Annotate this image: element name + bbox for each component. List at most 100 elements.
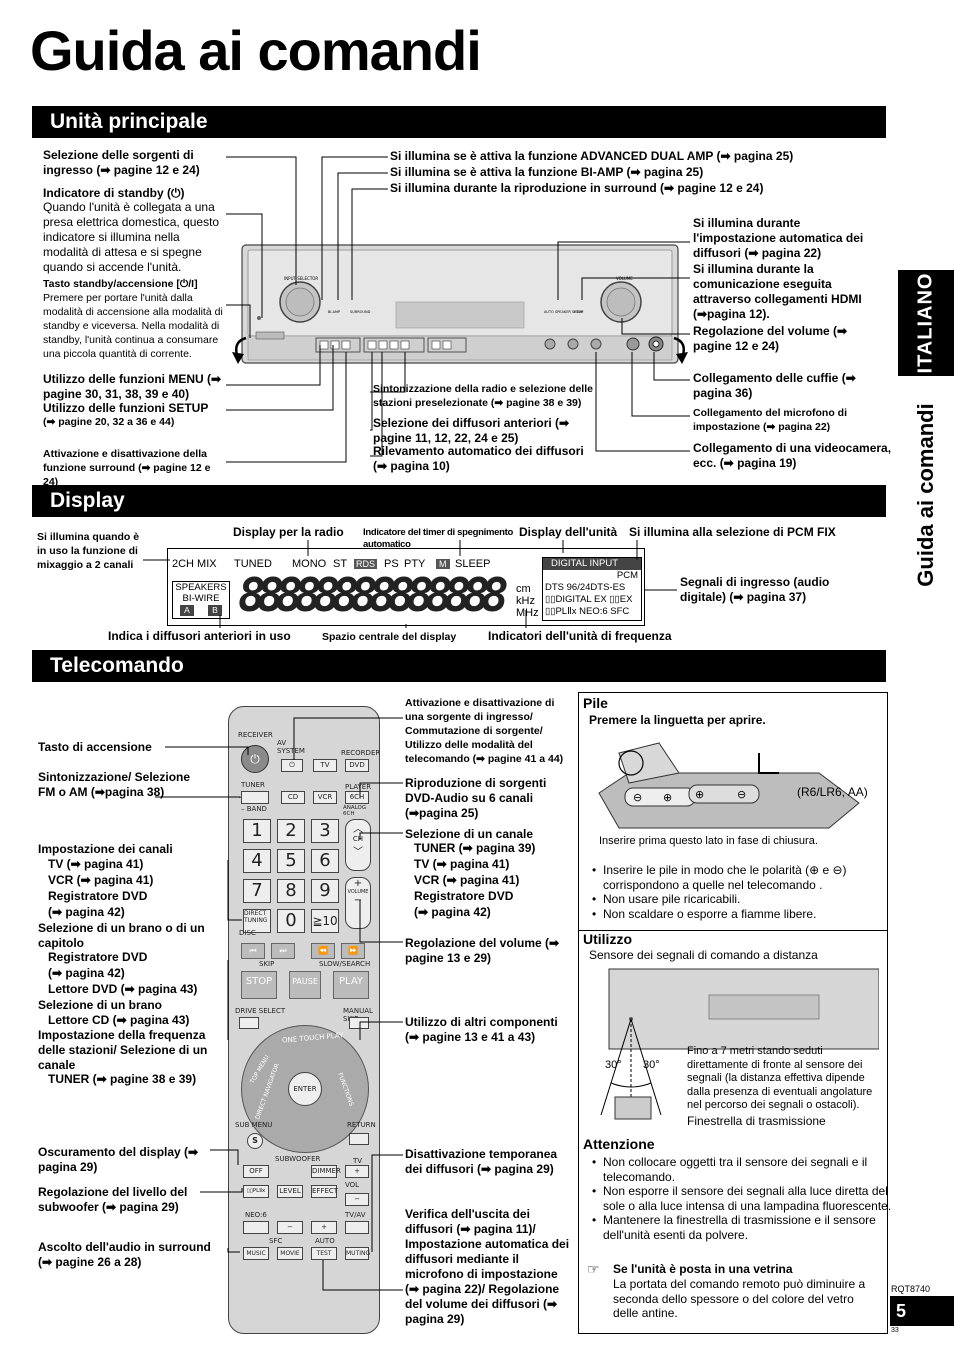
dvd-button[interactable]: DVD xyxy=(345,759,369,772)
av-power-button[interactable]: ⏻ xyxy=(281,759,303,772)
lcd-speakers: SPEAKERS xyxy=(175,582,227,593)
pile-bullet-2: Non usare pile ricaricabili. xyxy=(592,892,893,907)
digit-0-button[interactable]: 0 xyxy=(277,909,305,933)
label-surround-playing: Si illumina durante la riproduzione in s… xyxy=(390,181,764,195)
label-channels-dvdrec-ref: (➡ pagina 42) xyxy=(48,905,125,919)
receiver-power-button[interactable]: ⏻ xyxy=(241,745,269,773)
remote-sfc-label: SFC xyxy=(269,1237,283,1245)
angle-right: 30° xyxy=(643,1059,660,1071)
test-button[interactable]: TEST xyxy=(311,1247,337,1260)
enter-button[interactable]: ENTER xyxy=(288,1072,322,1106)
digit-8-button[interactable]: 8 xyxy=(277,879,305,903)
footer-code: RQT8740 xyxy=(891,1284,931,1294)
pile-subtitle: Premere la linguetta per aprire. xyxy=(589,713,766,727)
navigation-wheel[interactable]: ONE TOUCH PLAY TOP MENU DIRECT NAVIGATOR… xyxy=(241,1025,369,1153)
label-other: Utilizzo di altri componenti (➡ pagine 1… xyxy=(405,1015,558,1044)
label-auto-setup: Si illumina durante l'impostazione autom… xyxy=(693,216,864,260)
range-illustration xyxy=(600,968,879,1120)
tv-vol-up-button[interactable]: + xyxy=(345,1165,369,1178)
6ch-button[interactable]: 6CH xyxy=(345,791,369,804)
drive-select-button[interactable] xyxy=(239,1017,259,1029)
label-menu-functions: Utilizzo delle funzioni MENU (➡ pagine 3… xyxy=(43,372,222,401)
remote-subwoofer-label: SUBWOOFER xyxy=(275,1155,321,1163)
label-auto-detect: Rilevamento automatico dei diffusori (➡ … xyxy=(373,444,584,473)
remote-drive-select-label: DRIVE SELECT xyxy=(235,1007,286,1015)
effect-button[interactable]: EFFECT xyxy=(311,1185,338,1198)
remote-player-label: PLAYER xyxy=(345,783,372,791)
remote-tuner-label: TUNER xyxy=(241,781,265,789)
label-channels-tv: TV (➡ pagina 41) xyxy=(48,857,144,871)
ch-label: CH xyxy=(352,835,364,843)
label-muting: Disattivazione temporanea dei diffusori … xyxy=(405,1147,558,1176)
lcd-speakers-block: SPEAKERS BI-WIRE A B xyxy=(172,581,230,619)
direct-tuning-button[interactable]: DIRECT TUNING xyxy=(243,909,271,933)
pause-button[interactable]: PAUSE xyxy=(289,971,321,999)
tv-vol-down-button[interactable]: − xyxy=(345,1193,369,1206)
label-camera: Collegamento di una videocamera, ecc. (➡… xyxy=(693,441,892,470)
label-bi-amp: Si illumina se è attiva la funzione BI-A… xyxy=(390,165,704,179)
label-surround-listen: Ascolto dell'audio in surround (➡ pagine… xyxy=(38,1240,211,1269)
digit-10-button[interactable]: ≧10 xyxy=(311,909,339,933)
volume-rocker[interactable]: +VOLUME− xyxy=(345,877,371,929)
music-button[interactable]: MUSIC xyxy=(243,1247,269,1260)
pile-insert-note: Inserire prima questo lato in fase di ch… xyxy=(599,835,818,847)
off-button[interactable]: OFF xyxy=(243,1165,269,1178)
movie-button[interactable]: MOVIE xyxy=(277,1247,303,1260)
attenzione-bullet-1: Non collocare oggetti tra il sensore dei… xyxy=(592,1155,893,1184)
section-display: Display xyxy=(32,485,886,517)
label-channels-dvdrec: Registratore DVD xyxy=(48,889,148,903)
digit-2-button[interactable]: 2 xyxy=(277,819,305,843)
level-button[interactable]: LEVEL xyxy=(277,1185,303,1198)
attenzione-bullet-3: Mantenere la finestrella di trasmissione… xyxy=(592,1213,893,1242)
play-button[interactable]: PLAY xyxy=(333,971,369,999)
stop-button[interactable]: STOP xyxy=(241,971,277,999)
digit-3-button[interactable]: 3 xyxy=(311,819,339,843)
dimmer-button[interactable]: DIMMER xyxy=(311,1165,341,1178)
remote-tv-label: TV xyxy=(353,1157,363,1165)
tvav-button[interactable] xyxy=(345,1221,369,1234)
muting-button[interactable]: MUTING xyxy=(345,1247,370,1260)
digit-6-button[interactable]: 6 xyxy=(311,849,339,873)
utilizzo-title: Utilizzo xyxy=(583,931,632,947)
lcd-pl: ▯▯PLⅡx NEO:6 SFC xyxy=(545,606,630,617)
label-track-title: Selezione di un brano o di un capitolo xyxy=(38,921,205,950)
label-hdmi: Si illumina durante la comunicazione ese… xyxy=(693,262,862,321)
skip-forward-button[interactable]: ⏭ xyxy=(271,943,295,959)
lcd-digital-block: DIGITAL INPUT PCM DTS 96/24DTS-ES ▯▯DIGI… xyxy=(542,557,642,621)
rewind-button[interactable]: ⏪ xyxy=(311,943,335,959)
level-up-button[interactable]: + xyxy=(311,1221,337,1234)
label-standby-button-title: Tasto standby/accensione [⏻/I] xyxy=(43,278,198,290)
lcd-sleep: SLEEP xyxy=(455,558,491,570)
tuner-button[interactable] xyxy=(241,791,269,804)
panel-pile: Pile Premere la linguetta per aprire. ⊖ … xyxy=(578,692,888,932)
label-mic: Collegamento del microfono di impostazio… xyxy=(693,407,848,433)
neo6-button[interactable] xyxy=(243,1221,269,1234)
skip-back-button[interactable]: ⏮ xyxy=(241,943,265,959)
label-center-space: Spazio centrale del display xyxy=(322,631,457,643)
label-ch-dvdrec-ref: (➡ pagina 42) xyxy=(414,905,491,919)
fast-forward-button[interactable]: ⏩ xyxy=(341,943,365,959)
tv-button[interactable]: TV xyxy=(313,759,337,772)
digit-9-button[interactable]: 9 xyxy=(311,879,339,903)
pile-bullet-1: Inserire le pile in modo che le polarità… xyxy=(592,863,893,892)
digit-5-button[interactable]: 5 xyxy=(277,849,305,873)
digit-7-button[interactable]: 7 xyxy=(243,879,271,903)
digit-1-button[interactable]: 1 xyxy=(243,819,271,843)
digit-4-button[interactable]: 4 xyxy=(243,849,271,873)
level-down-button[interactable]: − xyxy=(277,1221,303,1234)
remote-receiver-label: RECEIVER xyxy=(238,731,273,739)
return-button[interactable] xyxy=(349,1133,369,1145)
vcr-button[interactable]: VCR xyxy=(313,791,337,804)
label-freq-line: TUNER (➡ pagine 38 e 39) xyxy=(48,1072,197,1086)
attenzione-title: Attenzione xyxy=(583,1136,655,1152)
remote-neo6-label: NEO:6 xyxy=(245,1211,267,1219)
remote-auto-label: AUTO xyxy=(315,1237,335,1245)
label-standby-button-body: Premere per portare l'unità dalla modali… xyxy=(43,292,223,360)
s-button[interactable]: S xyxy=(247,1133,263,1149)
remote-sub-menu-label: SUB MENU xyxy=(235,1121,273,1129)
manual-skip-button[interactable] xyxy=(349,1017,369,1029)
channel-rocker[interactable]: ︿CH﹀ xyxy=(345,819,371,871)
plix-button[interactable]: ▯▯PLⅡx xyxy=(243,1185,269,1198)
label-cd-line: Lettore CD (➡ pagina 43) xyxy=(48,1013,190,1027)
cd-button[interactable]: CD xyxy=(281,791,305,804)
